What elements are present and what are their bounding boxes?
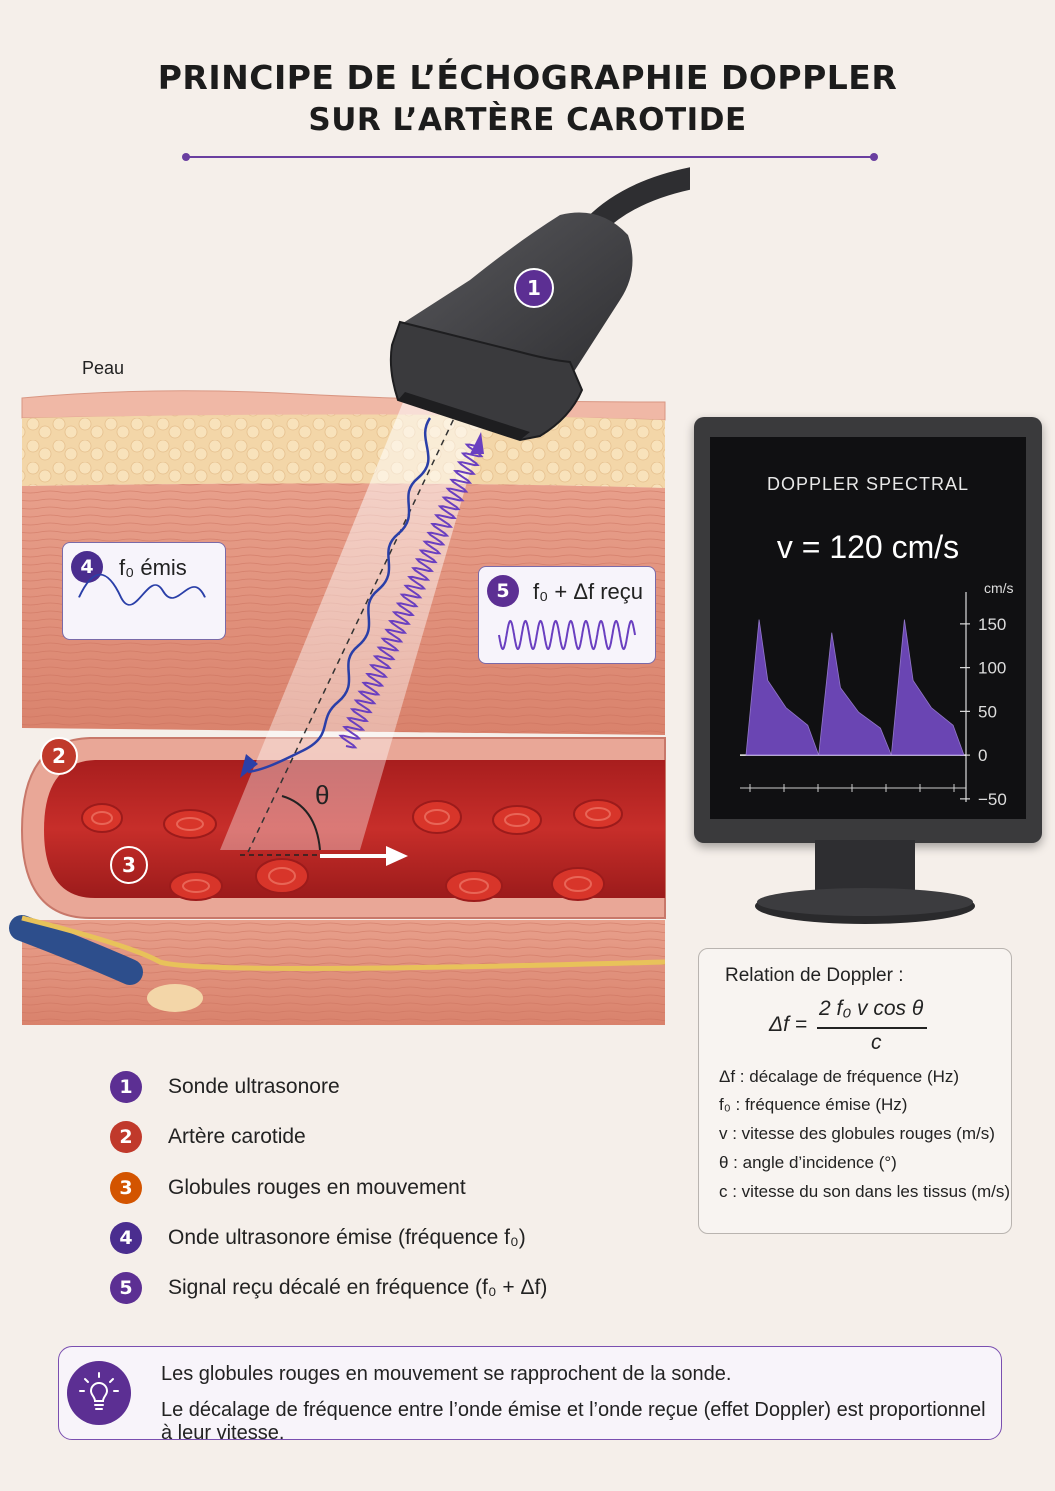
note-line-2: Le décalage de fréquence entre l’onde ém… bbox=[161, 1399, 986, 1444]
y-tick-label: −50 bbox=[978, 790, 1007, 809]
legend-text: Signal reçu décalé en fréquence (f₀ + Δf… bbox=[168, 1276, 548, 1299]
page-title: PRINCIPE DE L’ÉCHOGRAPHIE DOPPLER bbox=[157, 58, 898, 97]
title-divider bbox=[182, 153, 878, 161]
legend-number: 3 bbox=[110, 1172, 142, 1204]
def-c: c : vitesse du son dans les tissus (m/s) bbox=[719, 1182, 1010, 1201]
emitted-wave-callout: 4 f₀ émis bbox=[62, 542, 226, 640]
probe-marker: 1 bbox=[514, 268, 554, 308]
lightbulb-icon bbox=[67, 1361, 131, 1425]
emitted-label: f₀ émis bbox=[119, 555, 187, 580]
formula-heading: Relation de Doppler : bbox=[725, 965, 904, 986]
legend-item: 5 Signal reçu décalé en fréquence (f₀ + … bbox=[110, 1271, 547, 1305]
y-tick-label: 0 bbox=[978, 746, 987, 765]
spectral-peak bbox=[818, 632, 892, 756]
formula-lhs: Δf = bbox=[769, 1013, 808, 1036]
legend-number: 5 bbox=[110, 1272, 142, 1304]
received-wave-callout: 5 f₀ + Δf reçu bbox=[478, 566, 656, 664]
emitted-wave-icon bbox=[78, 573, 206, 606]
axis-unit: cm/s bbox=[984, 580, 1014, 596]
y-tick-label: 150 bbox=[978, 615, 1006, 634]
legend-item: 4 Onde ultrasonore émise (fréquence f₀) bbox=[110, 1221, 526, 1255]
cells-marker: 3 bbox=[110, 846, 148, 884]
y-tick-label: 50 bbox=[978, 702, 997, 721]
def-theta: θ : angle d’incidence (°) bbox=[719, 1153, 897, 1172]
fraction-bar bbox=[817, 1027, 927, 1029]
legend-item: 1 Sonde ultrasonore bbox=[110, 1070, 340, 1104]
doppler-formula-box: Relation de Doppler : Δf = 2 f₀ v cos θ … bbox=[698, 948, 1012, 1234]
doppler-spectrum: cm/s 150 100 50 0 −50 bbox=[740, 580, 1014, 809]
skin-label: Peau bbox=[82, 358, 125, 378]
received-marker: 5 bbox=[487, 575, 519, 607]
explanation-note: Les globules rouges en mouvement se rapp… bbox=[58, 1346, 1002, 1444]
doppler-monitor: DOPPLER SPECTRAL v = 120 cm/s cm/s 150 10… bbox=[694, 417, 1042, 843]
theta-label: θ bbox=[315, 780, 330, 810]
legend-text: Sonde ultrasonore bbox=[168, 1075, 340, 1098]
monitor-stand bbox=[755, 840, 975, 924]
legend-text: Onde ultrasonore émise (fréquence f₀) bbox=[168, 1226, 526, 1249]
legend-text: Artère carotide bbox=[168, 1125, 306, 1148]
emitted-marker: 4 bbox=[71, 551, 103, 583]
legend-item: 3 Globules rouges en mouvement bbox=[110, 1171, 466, 1205]
formula-numerator: 2 f₀ v cos θ bbox=[819, 997, 924, 1020]
legend-number: 4 bbox=[110, 1222, 142, 1254]
received-label: f₀ + Δf reçu bbox=[533, 579, 644, 604]
legend-number: 2 bbox=[110, 1121, 142, 1153]
velocity-readout: v = 120 cm/s bbox=[776, 529, 960, 565]
page-subtitle: SUR L’ARTÈRE CAROTIDE bbox=[308, 102, 747, 138]
monitor-screen: DOPPLER SPECTRAL v = 120 cm/s cm/s 150 10… bbox=[710, 437, 1026, 819]
y-tick-label: 100 bbox=[978, 659, 1006, 678]
legend-number: 1 bbox=[110, 1071, 142, 1103]
spectral-peak bbox=[745, 619, 820, 756]
formula-denominator: c bbox=[871, 1031, 882, 1054]
def-f0: f₀ : fréquence émise (Hz) bbox=[719, 1095, 908, 1114]
screen-title: DOPPLER SPECTRAL bbox=[766, 474, 970, 494]
artery-marker: 2 bbox=[40, 737, 78, 775]
received-wave-icon bbox=[498, 619, 636, 651]
legend-text: Globules rouges en mouvement bbox=[168, 1176, 466, 1199]
note-line-1: Les globules rouges en mouvement se rapp… bbox=[161, 1363, 732, 1385]
def-v: v : vitesse des globules rouges (m/s) bbox=[719, 1124, 995, 1143]
legend-item: 2 Artère carotide bbox=[110, 1120, 306, 1154]
def-delta-f: Δf : décalage de fréquence (Hz) bbox=[719, 1067, 960, 1086]
spectral-peak bbox=[890, 619, 965, 756]
